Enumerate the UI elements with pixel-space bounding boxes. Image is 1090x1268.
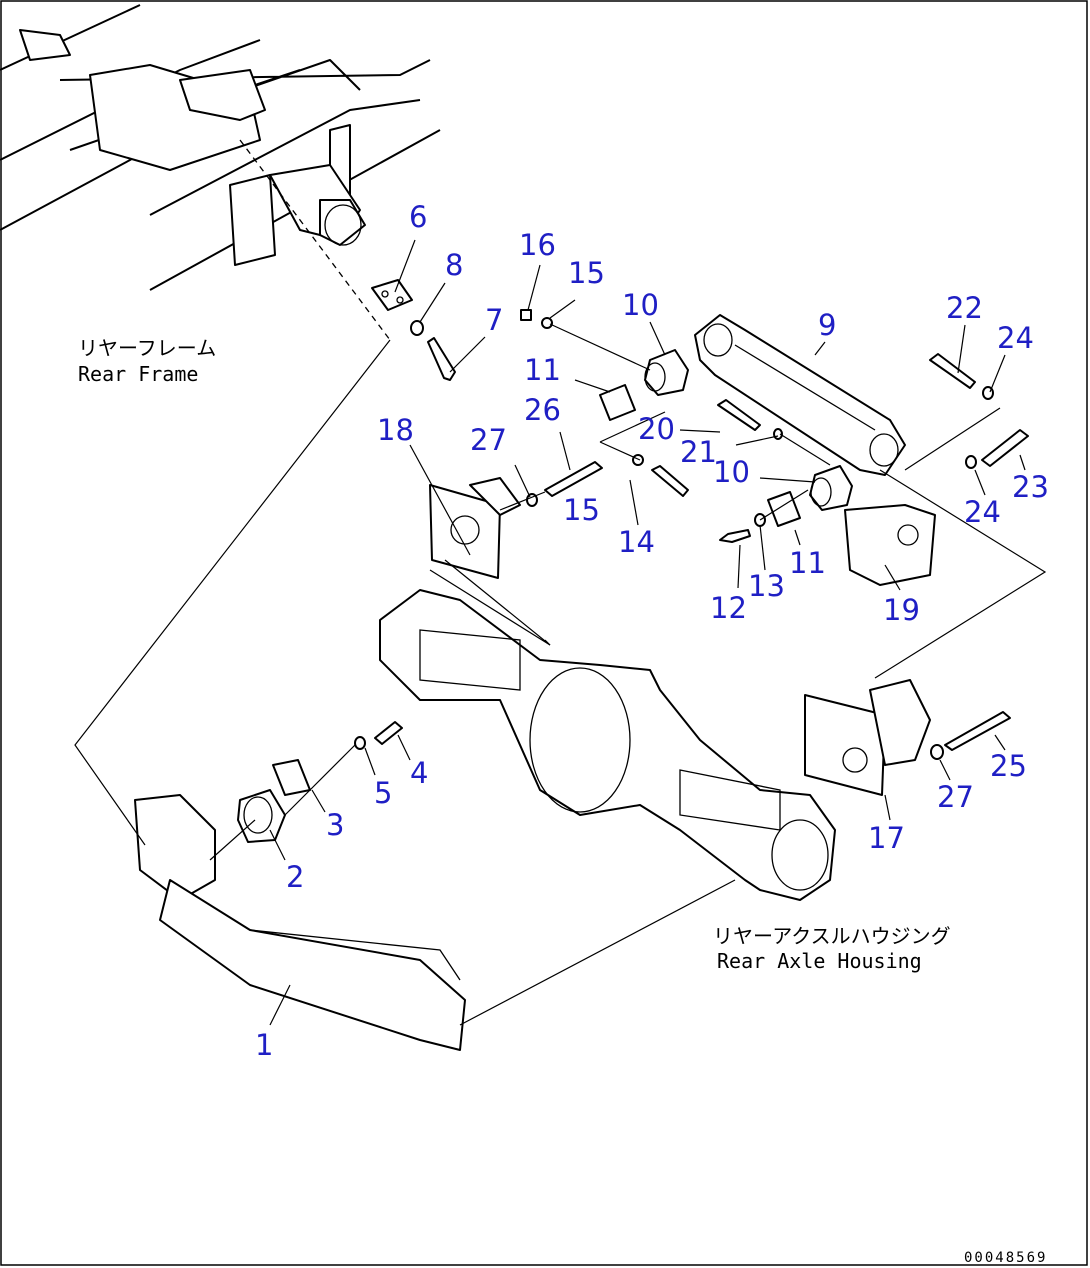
callout-16: 16 [519, 228, 556, 262]
callout-12: 12 [710, 591, 747, 625]
part-25-bolt [944, 711, 1011, 751]
part-11-plate-lower [767, 491, 801, 527]
annotations: リヤーフレーム Rear Frame リヤーアクスルハウジング Rear Axl… [78, 336, 1047, 1266]
callout-17: 17 [868, 821, 905, 855]
callout-11-upper: 11 [524, 353, 561, 387]
rear-frame-label-jp: リヤーフレーム [78, 336, 216, 360]
callout-18: 18 [377, 413, 414, 447]
part-18-bracket [429, 477, 521, 579]
callout-22: 22 [946, 291, 983, 325]
part-10-bushing-lower [809, 465, 853, 511]
callout-5: 5 [374, 776, 392, 810]
callout-11-lower: 11 [789, 546, 826, 580]
part-23-bolt [981, 429, 1029, 467]
part-9-link [694, 314, 906, 476]
part-12-bolt [719, 529, 751, 543]
callout-3: 3 [326, 808, 344, 842]
callout-25: 25 [990, 749, 1027, 783]
rear-axle-label-jp: リヤーアクスルハウジング [713, 924, 951, 948]
callout-20: 20 [638, 412, 675, 446]
callout-10-upper: 10 [622, 288, 659, 322]
part-6-block [371, 279, 413, 311]
part-11-plate-upper [599, 384, 636, 421]
part-2-mount [237, 789, 286, 843]
part-22-bolt [929, 353, 976, 389]
callout-14: 14 [618, 525, 655, 559]
callout-1: 1 [255, 1028, 273, 1062]
callout-10-lower: 10 [713, 455, 750, 489]
part-5-washer [354, 736, 366, 750]
callout-13: 13 [748, 569, 785, 603]
part-8-washer [410, 320, 424, 336]
callout-9: 9 [818, 308, 836, 342]
part-10-bushing-upper [644, 349, 689, 396]
part-3-gasket [272, 759, 311, 796]
callout-labels: 1 2 3 4 5 6 7 8 9 10 10 11 11 12 13 14 1… [255, 200, 1049, 1062]
rear-axle-housing [379, 589, 836, 901]
callout-15-lower: 15 [563, 493, 600, 527]
callout-27-upper: 27 [470, 423, 507, 457]
part-15-washer-upper [541, 317, 553, 329]
part-16-nut [520, 309, 532, 321]
drawing-code: 00048569 [964, 1250, 1047, 1266]
callout-7: 7 [485, 303, 503, 337]
rear-frame [0, 4, 441, 341]
callout-21: 21 [680, 435, 717, 469]
callout-6: 6 [409, 200, 427, 234]
part-15-washer-lower [632, 454, 644, 466]
rear-axle-label-en: Rear Axle Housing [717, 949, 922, 973]
part-4-bolt [374, 721, 403, 745]
leader-lines [74, 239, 1047, 1026]
callout-8: 8 [445, 248, 463, 282]
part-1-arm [134, 794, 466, 1051]
part-27-washer-lower [930, 744, 944, 760]
callout-23: 23 [1012, 470, 1049, 504]
callout-19: 19 [883, 593, 920, 627]
rear-frame-label-en: Rear Frame [78, 362, 198, 386]
callout-24-lower: 24 [964, 495, 1001, 529]
callout-15-upper: 15 [568, 256, 605, 290]
part-26-bolt [544, 461, 603, 497]
callout-4: 4 [410, 756, 428, 790]
part-14-bolt [651, 465, 689, 497]
callout-2: 2 [286, 860, 304, 894]
callout-24-upper: 24 [997, 321, 1034, 355]
part-7-bolt [427, 337, 456, 381]
part-24-washer-lower [965, 455, 977, 469]
part-19-bracket [844, 504, 936, 586]
part-21-bolt [717, 399, 761, 431]
part-17-bracket [804, 679, 931, 796]
callout-26: 26 [524, 393, 561, 427]
callout-27-lower: 27 [937, 780, 974, 814]
